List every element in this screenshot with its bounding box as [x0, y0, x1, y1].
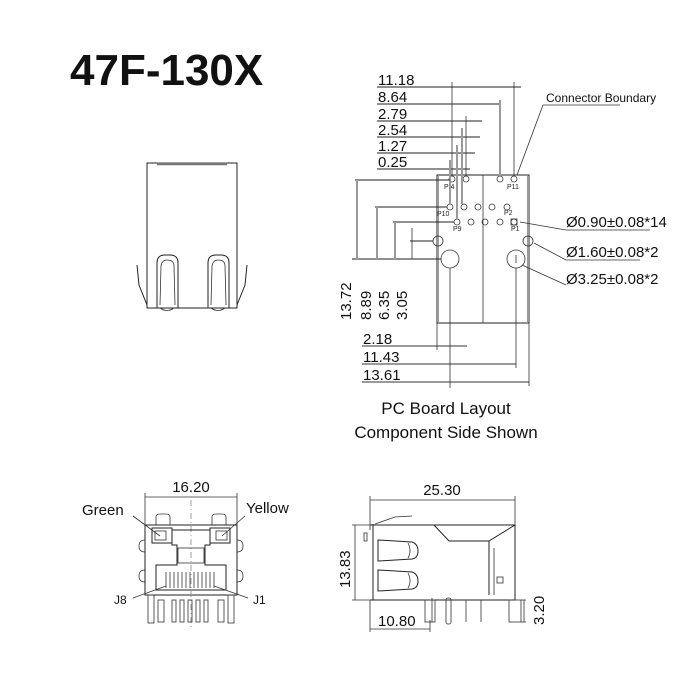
vertical-dimension-lines — [352, 179, 454, 260]
front-width-dim: 16.20 — [172, 479, 210, 496]
top-dimension-lines — [377, 82, 521, 219]
part-number-title: 47F-130X — [70, 46, 263, 95]
dim-3-05: 3.05 — [394, 291, 411, 320]
dim-0-25: 0.25 — [378, 154, 407, 171]
pin-label-j1: J1 — [253, 593, 266, 607]
dim-11-18: 11.18 — [378, 72, 414, 89]
dim-8-89: 8.89 — [358, 291, 375, 320]
front-view-drawing — [132, 493, 249, 630]
side-length-dim: 25.30 — [423, 482, 461, 499]
pin-label-j8: J8 — [114, 593, 127, 607]
pcb-layout-drawing: P 4 P11 P10 P2 P9 P1 11.18 8.64 2.79 2.5… — [338, 72, 667, 388]
top-view-drawing — [136, 162, 248, 311]
pin-label-p1: P1 — [511, 226, 520, 233]
led-label-yellow: Yellow — [246, 500, 289, 517]
dim-13-72: 13.72 — [338, 282, 355, 320]
pin-label-p10: P10 — [437, 211, 450, 218]
bottom-dimension-lines — [362, 268, 530, 388]
pin-label-p2: P2 — [504, 210, 513, 217]
side-view-drawing — [352, 496, 526, 632]
side-pin-length-dim: 3.20 — [531, 596, 548, 625]
hole-callout-medium: Ø1.60±0.08*2 — [566, 244, 658, 261]
connector-boundary-label: Connector Boundary — [546, 91, 656, 105]
dim-13-61: 13.61 — [363, 367, 401, 384]
side-height-dim: 13.83 — [337, 550, 354, 588]
dim-6-35: 6.35 — [376, 291, 393, 320]
dim-2-79: 2.79 — [378, 106, 407, 123]
caption-pcb-layout: PC Board Layout — [381, 399, 511, 418]
dim-2-18: 2.18 — [363, 331, 392, 348]
hole-callout-large: Ø3.25±0.08*2 — [566, 271, 658, 288]
dim-11-43: 11.43 — [363, 349, 399, 366]
dim-2-54: 2.54 — [378, 122, 407, 139]
hole-callout-small: Ø0.90±0.08*14 — [566, 214, 667, 231]
dim-8-64: 8.64 — [378, 89, 407, 106]
pin-label-p9: P9 — [453, 226, 462, 233]
caption-component-side: Component Side Shown — [354, 423, 537, 442]
led-label-green: Green — [82, 502, 124, 519]
pin-label-p11: P11 — [507, 184, 519, 191]
side-offset-dim: 10.80 — [378, 613, 416, 630]
dim-1-27: 1.27 — [378, 138, 407, 155]
